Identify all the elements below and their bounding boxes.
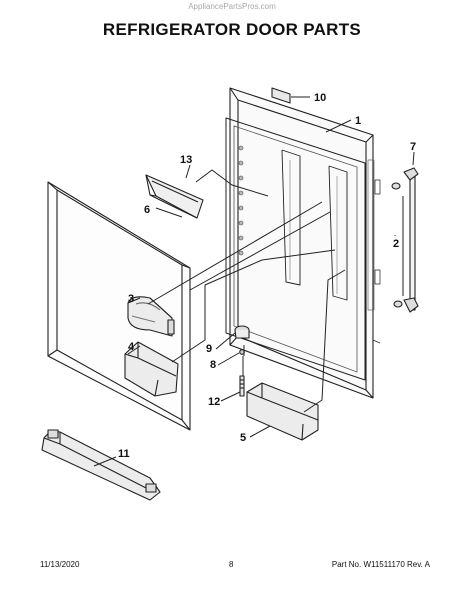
leader-lines: [93, 96, 415, 467]
footer-page-number: 8: [229, 560, 234, 569]
callout-1: 1: [355, 115, 361, 127]
large-door-bin: [124, 341, 179, 397]
page-title: REFRIGERATOR DOOR PARTS: [102, 20, 362, 39]
callout-10: 10: [314, 92, 326, 104]
callout-6: 6: [144, 204, 150, 216]
callout-5: 5: [240, 432, 246, 444]
callout-12: 12: [208, 396, 220, 408]
label-part-10: [271, 87, 291, 104]
watermark: AppliancePartsPros.com: [188, 2, 276, 11]
footer-date: 11/13/2020: [40, 560, 80, 569]
callout-8: 8: [210, 359, 216, 371]
callout-3: 3: [128, 293, 134, 305]
bottom-trim: [41, 429, 161, 501]
callout-13: 13: [180, 154, 192, 166]
callout-11: 11: [118, 448, 130, 460]
callout-4: 4: [128, 341, 135, 353]
bottom-door-bin: [246, 382, 319, 441]
callout-2: 2: [393, 238, 399, 250]
callout-7: 7: [410, 141, 416, 153]
footer-part-number: Part No. W11511170 Rev. A: [331, 560, 430, 569]
connection-lines: [147, 169, 404, 413]
door-outer-frame: [225, 87, 381, 399]
door-handle: [391, 167, 419, 313]
hinge-assembly: [234, 325, 250, 397]
small-door-bin: [145, 174, 204, 219]
callout-9: 9: [206, 343, 212, 355]
